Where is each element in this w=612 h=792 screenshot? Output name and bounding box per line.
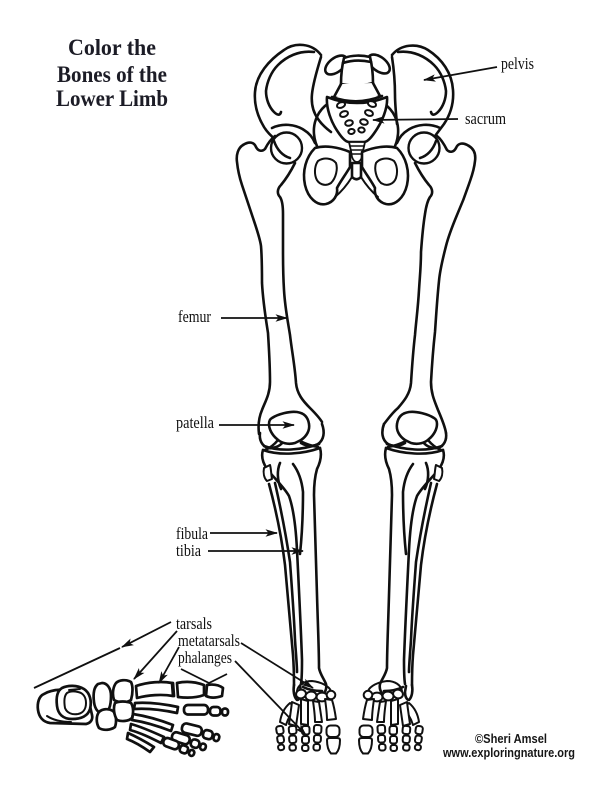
svg-text:sacrum: sacrum xyxy=(465,109,506,128)
svg-text:tibia: tibia xyxy=(176,541,201,560)
svg-text:femur: femur xyxy=(178,307,211,326)
svg-text:www.exploringnature.org: www.exploringnature.org xyxy=(442,745,575,760)
svg-text:phalanges: phalanges xyxy=(178,648,232,667)
svg-text:metatarsals: metatarsals xyxy=(178,631,240,650)
svg-text:tarsals: tarsals xyxy=(176,614,212,633)
svg-text:Color the: Color the xyxy=(68,35,156,60)
svg-text:pelvis: pelvis xyxy=(501,54,534,73)
svg-text:©Sheri Amsel: ©Sheri Amsel xyxy=(475,731,547,746)
svg-text:patella: patella xyxy=(176,413,214,432)
svg-text:fibula: fibula xyxy=(176,524,208,543)
svg-text:Lower Limb: Lower Limb xyxy=(56,86,168,111)
svg-text:Bones of the: Bones of the xyxy=(57,62,167,87)
